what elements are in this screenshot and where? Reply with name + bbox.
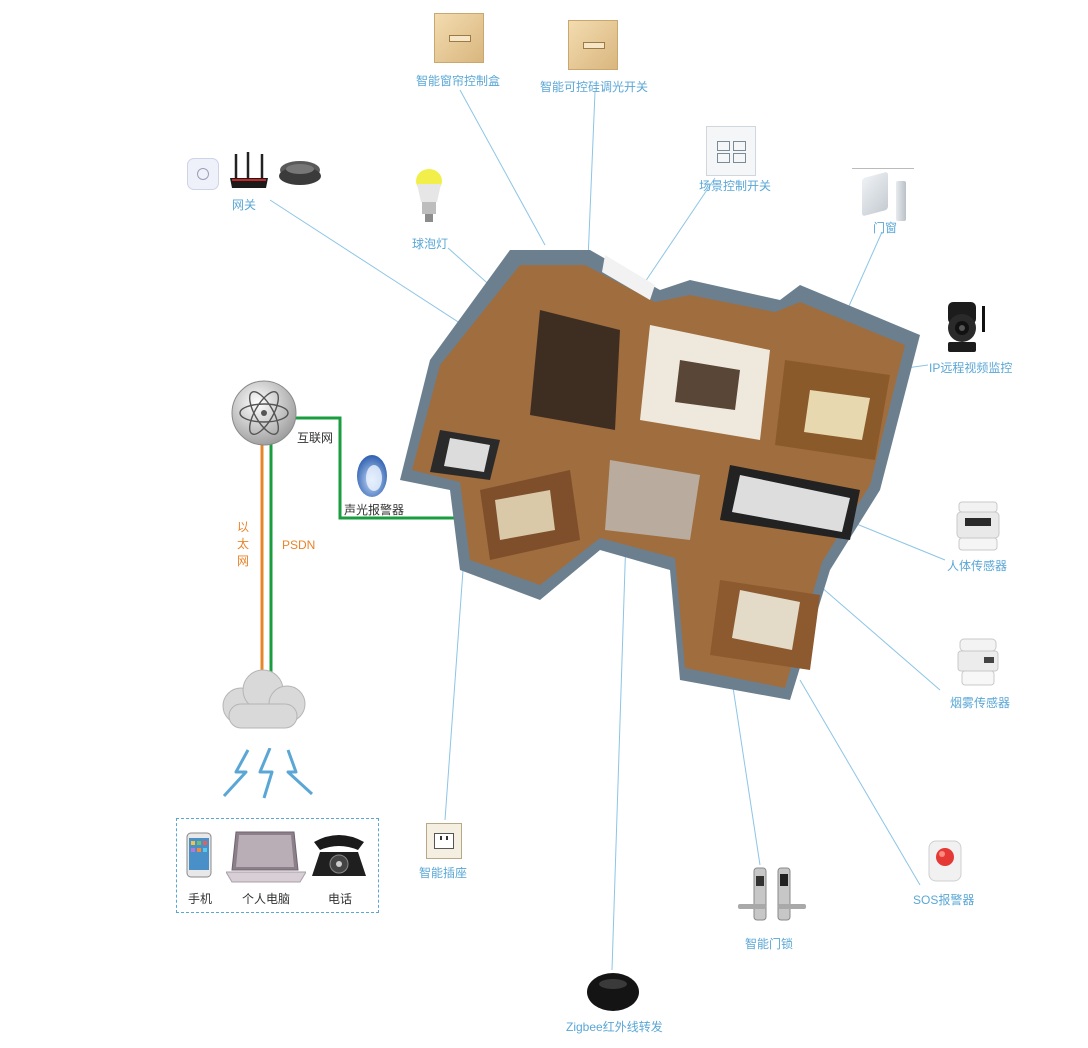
alarm-icon bbox=[357, 455, 387, 497]
ethernet-label: 以太网 bbox=[236, 520, 249, 568]
scene-switch-icon bbox=[706, 126, 756, 176]
door-sensor-icon bbox=[852, 168, 914, 221]
scene-switch-label: 场景控制开关 bbox=[699, 179, 772, 193]
house-floorplan bbox=[400, 250, 920, 700]
curtain-box-label: 智能窗帘控制盒 bbox=[416, 74, 501, 88]
phone-icon bbox=[186, 832, 212, 878]
gateway-label: 网关 bbox=[232, 198, 257, 212]
internet-label: 互联网 bbox=[297, 431, 334, 445]
dimmer-switch-label: 智能可控硅调光开关 bbox=[540, 80, 649, 94]
zigbee-icon bbox=[587, 973, 639, 1011]
ip-camera-label: IP远程视频监控 bbox=[929, 361, 1013, 375]
door-lock-label: 智能门锁 bbox=[745, 937, 794, 951]
door-lock-icon bbox=[738, 867, 806, 921]
body-sensor-label: 人体传感器 bbox=[947, 559, 1008, 573]
telephone-icon bbox=[312, 835, 366, 876]
router-icon bbox=[230, 152, 268, 188]
globe-icon bbox=[231, 380, 297, 446]
socket-icon bbox=[426, 823, 462, 859]
camera-icon bbox=[948, 302, 985, 352]
door-window-label: 门窗 bbox=[873, 221, 898, 235]
cloud-icon bbox=[222, 669, 306, 729]
smoke-sensor-icon bbox=[957, 638, 999, 686]
telephone-label: 电话 bbox=[328, 892, 353, 906]
hub-icon bbox=[279, 161, 321, 185]
phone-label: 手机 bbox=[188, 892, 213, 906]
bulb-label: 球泡灯 bbox=[412, 237, 449, 251]
alarm-label: 声光报警器 bbox=[344, 503, 405, 517]
dimmer-icon bbox=[568, 20, 618, 70]
endpoint-devices-box bbox=[176, 818, 379, 913]
sos-icon bbox=[928, 840, 962, 882]
socket-label: 智能插座 bbox=[419, 866, 468, 880]
curtain-icon bbox=[434, 13, 484, 63]
body-sensor-icon bbox=[956, 501, 1000, 551]
smoke-sensor-label: 烟雾传感器 bbox=[950, 696, 1011, 710]
laptop-icon bbox=[226, 831, 306, 883]
lightning-icon bbox=[222, 748, 314, 799]
psdn-label: PSDN bbox=[282, 538, 316, 552]
zigbee-ir-label: Zigbee红外线转发 bbox=[566, 1020, 663, 1034]
pc-label: 个人电脑 bbox=[242, 892, 291, 906]
bulb-icon bbox=[416, 169, 442, 222]
sos-label: SOS报警器 bbox=[913, 893, 975, 907]
gateway-icon bbox=[187, 158, 219, 190]
